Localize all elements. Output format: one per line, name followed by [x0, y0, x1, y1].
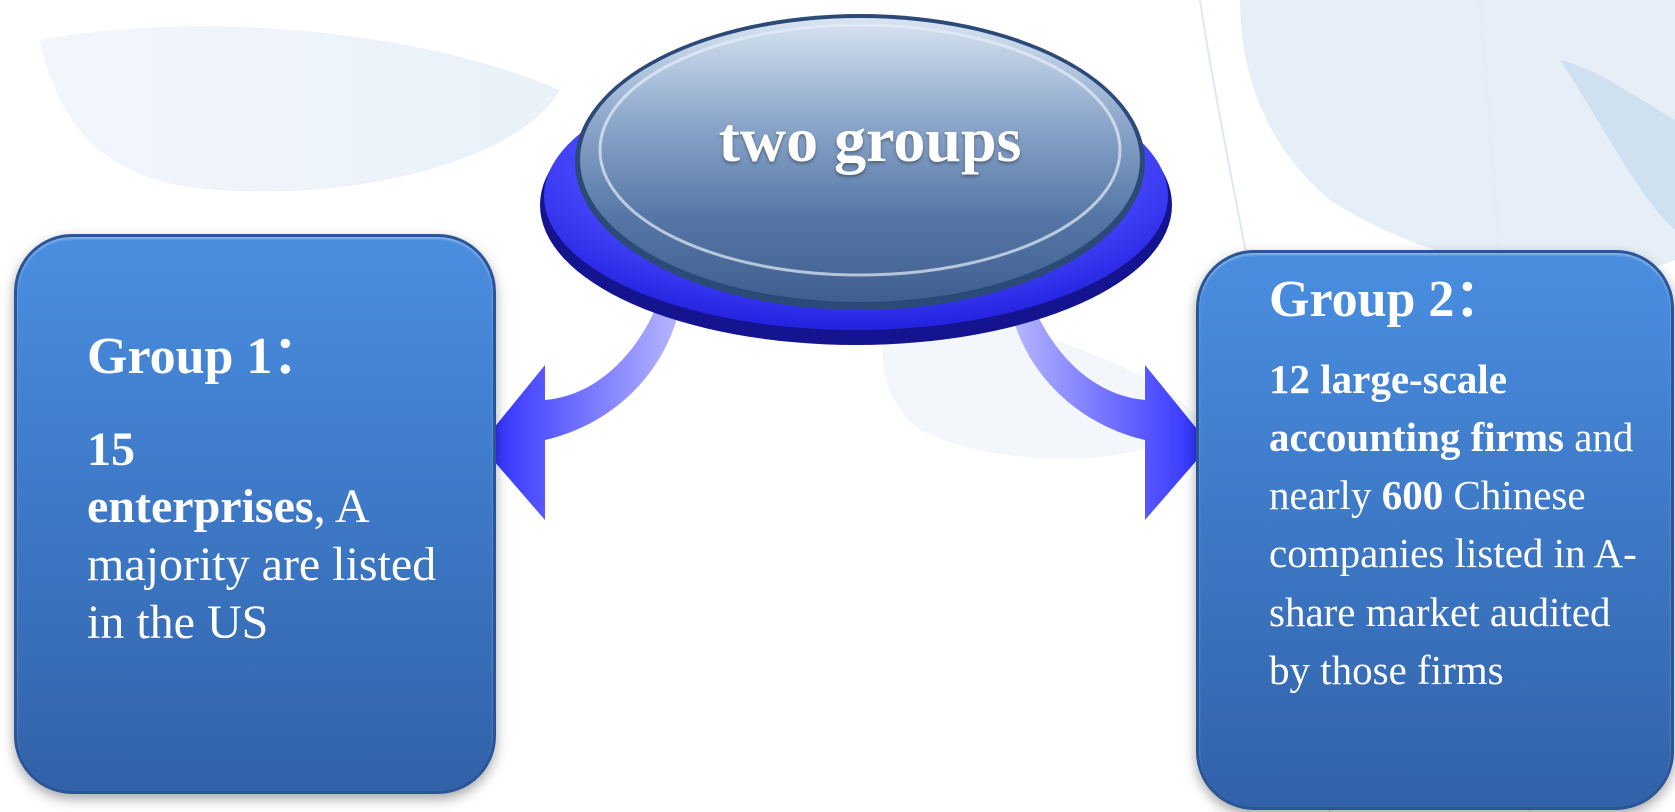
group-2-body: 12 large-scale accounting firms and near…	[1269, 350, 1661, 699]
group-2-heading: Group 2：	[1269, 271, 1507, 328]
group-1-heading: Group 1：	[87, 328, 325, 385]
group-1-body: 15 enterprises, A majority are listed in…	[87, 421, 473, 651]
hub-title: two groups	[718, 104, 1022, 175]
group-2-connector: and nearly	[1269, 414, 1634, 519]
group-2-description: Chinese companies listed in A-share mark…	[1269, 472, 1637, 693]
group-1-description: , A majority are listed in the US	[87, 480, 437, 649]
group-1-subject: enterprises	[87, 480, 314, 534]
arrow-left-icon	[480, 298, 682, 520]
group-2-count: 12	[1269, 355, 1310, 402]
group-1-count: 15	[87, 422, 135, 476]
group-2-card: Group 2： 12 large-scale accounting firms…	[1196, 250, 1674, 810]
group-1-card: Group 1： 15 enterprises, A majority are …	[14, 234, 496, 794]
arrow-right-icon	[1008, 298, 1210, 520]
group-2-count-2: 600	[1381, 472, 1444, 519]
group-2-subject: large-scale accounting firms	[1269, 355, 1564, 461]
hub-ellipse	[540, 14, 1172, 345]
